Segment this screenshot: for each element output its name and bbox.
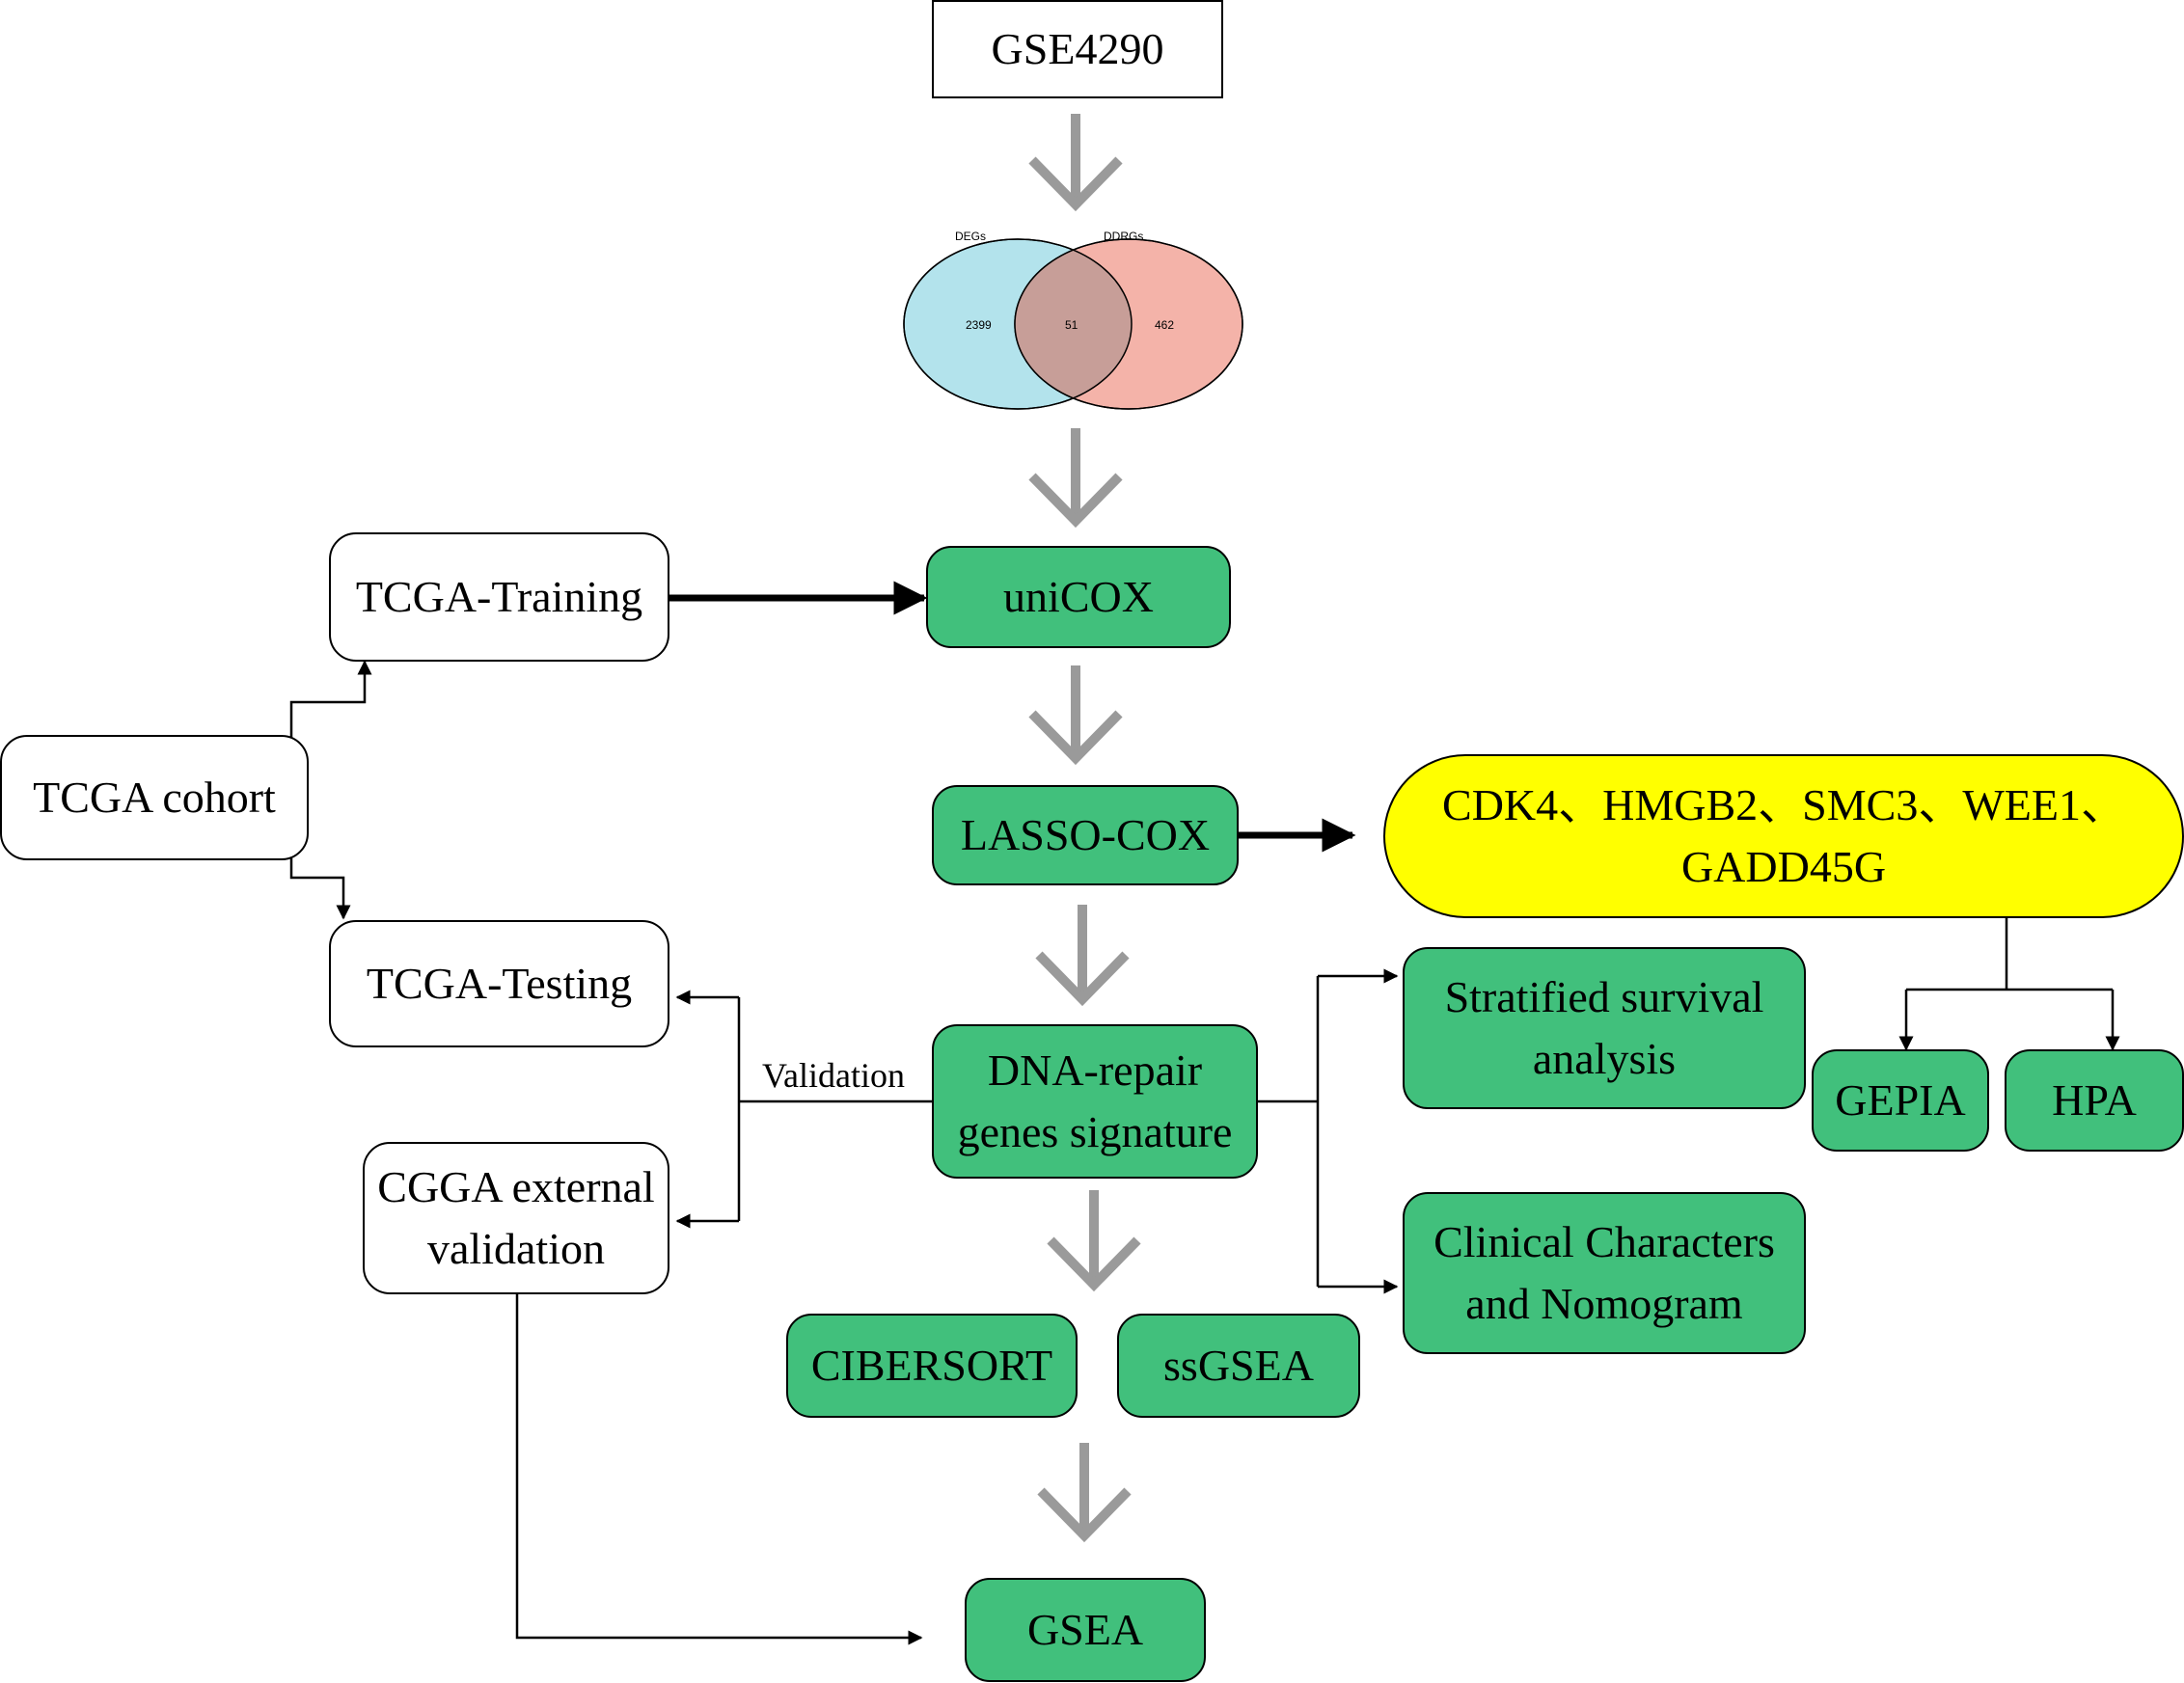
arrow-lasso-to-signature [1035, 905, 1130, 1007]
node-tcga-training: TCGA-Training [329, 532, 669, 662]
node-hpa: HPA [2005, 1049, 2184, 1152]
arrow-gse-to-venn [1028, 114, 1123, 212]
node-tcga-testing: TCGA-Testing [329, 920, 669, 1047]
arrow-methods-to-gsea [1037, 1443, 1132, 1543]
node-clinical-nomogram: Clinical Characters and Nomogram [1403, 1192, 1806, 1354]
arrow-unicox-to-lasso [1028, 665, 1123, 766]
node-tcga-cohort: TCGA cohort [0, 735, 309, 860]
venn-diagram [903, 238, 1243, 410]
venn-value-ddrgs-only: 462 [1155, 318, 1175, 332]
venn-value-degs-only: 2399 [966, 318, 992, 332]
arrow-venn-to-unicox [1028, 428, 1123, 529]
node-signature-genes: CDK4、HMGB2、SMC3、WEE1、GADD45G [1383, 754, 2184, 918]
node-cgga-external-validation: CGGA external validation [363, 1142, 669, 1294]
node-gsea: GSEA [965, 1578, 1206, 1682]
node-gse4290: GSE4290 [932, 0, 1223, 98]
connector-cohort-to-training [289, 660, 372, 754]
venn-overlap [1015, 239, 1132, 409]
node-unicox: uniCOX [926, 546, 1231, 648]
edge-label-validation: Validation [762, 1056, 905, 1095]
node-gepia: GEPIA [1812, 1049, 1989, 1152]
venn-value-overlap: 51 [1065, 318, 1078, 332]
gray-flow-arrows [1028, 114, 1141, 1543]
node-ssgsea: ssGSEA [1117, 1314, 1360, 1418]
venn-title-ddrgs: DDRGs [1104, 230, 1144, 243]
arrow-signature-to-methods [1047, 1190, 1141, 1292]
node-lasso-cox: LASSO-COX [932, 785, 1239, 885]
node-dna-repair-signature: DNA-repair genes signature [932, 1024, 1258, 1179]
venn-title-degs: DEGs [955, 230, 987, 243]
connector-cgga-to-gsea [515, 1294, 923, 1645]
node-stratified-survival: Stratified survival analysis [1403, 947, 1806, 1109]
node-cibersort: CIBERSORT [786, 1314, 1078, 1418]
connector-cohort-to-testing [289, 858, 351, 920]
